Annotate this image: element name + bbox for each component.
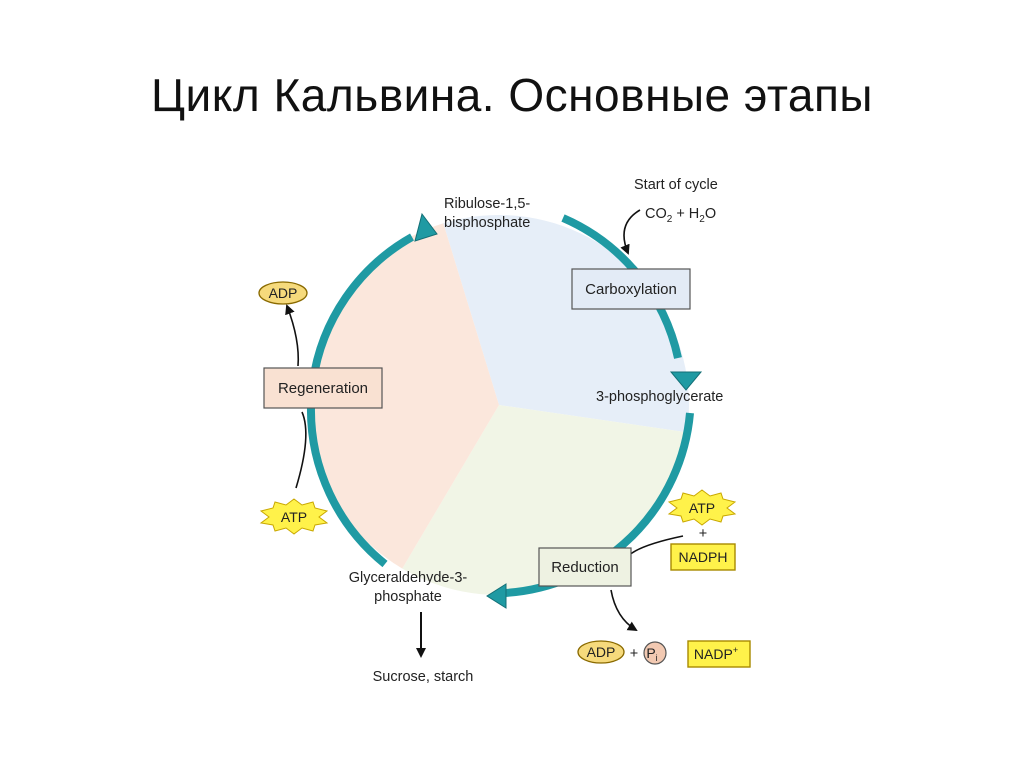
reduction-box: Reduction — [538, 547, 632, 587]
flow-arrows — [285, 209, 684, 658]
g3p-label-line2: phosphate — [374, 589, 442, 605]
pi-circle: Pi — [643, 641, 667, 665]
pi-label: Pi — [646, 645, 657, 663]
nadp-box: NADP+ — [687, 640, 751, 668]
regeneration-atp-arrow — [295, 411, 307, 489]
co2-input-arrow — [620, 209, 641, 255]
arrowhead-g3p — [486, 583, 507, 609]
regeneration-adp-arrow — [285, 304, 300, 367]
reduction-plus-sign: + — [699, 526, 707, 542]
arrowhead-3pg — [669, 371, 703, 391]
carboxylation-box: Carboxylation — [571, 268, 691, 310]
nadph-label: NADPH — [678, 549, 727, 565]
reduction-atp-star: ATP — [667, 489, 737, 526]
start-of-cycle-label: Start of cycle — [634, 177, 718, 193]
regeneration-atp-label: ATP — [281, 509, 307, 525]
carboxylation-label: Carboxylation — [585, 281, 677, 298]
arrowhead-ribulose — [414, 212, 438, 242]
reduction-atp-label: ATP — [689, 500, 715, 516]
phosphoglycerate-label: 3-phosphoglycerate — [596, 389, 723, 405]
regeneration-adp-oval: ADP — [258, 281, 308, 305]
co2-h2o-label: CO2+H2O — [645, 206, 716, 225]
page-title: Цикл Кальвина. Основные этапы — [151, 69, 873, 121]
g3p-label-line1: Glyceraldehyde-3- — [349, 570, 468, 586]
regeneration-box: Regeneration — [263, 367, 383, 409]
ribulose-label-line2: bisphosphate — [444, 215, 530, 231]
cycle-arrowheads — [414, 212, 703, 609]
nadph-box: NADPH — [670, 543, 736, 571]
regeneration-label: Regeneration — [278, 380, 368, 397]
reduction-adp-oval: ADP — [577, 640, 625, 664]
sucrose-starch-label: Sucrose, starch — [373, 669, 474, 685]
ribulose-label-line1: Ribulose-1,5- — [444, 196, 530, 212]
reduction-output-arrow — [610, 589, 638, 632]
reduction-label: Reduction — [551, 559, 619, 576]
arc-to-g3p — [504, 412, 694, 597]
regeneration-atp-star: ATP — [259, 498, 329, 535]
regeneration-adp-label: ADP — [269, 285, 298, 301]
nadp-label: NADP+ — [694, 645, 738, 662]
output-plus-sign: + — [630, 646, 638, 662]
reduction-adp-label: ADP — [587, 644, 616, 660]
